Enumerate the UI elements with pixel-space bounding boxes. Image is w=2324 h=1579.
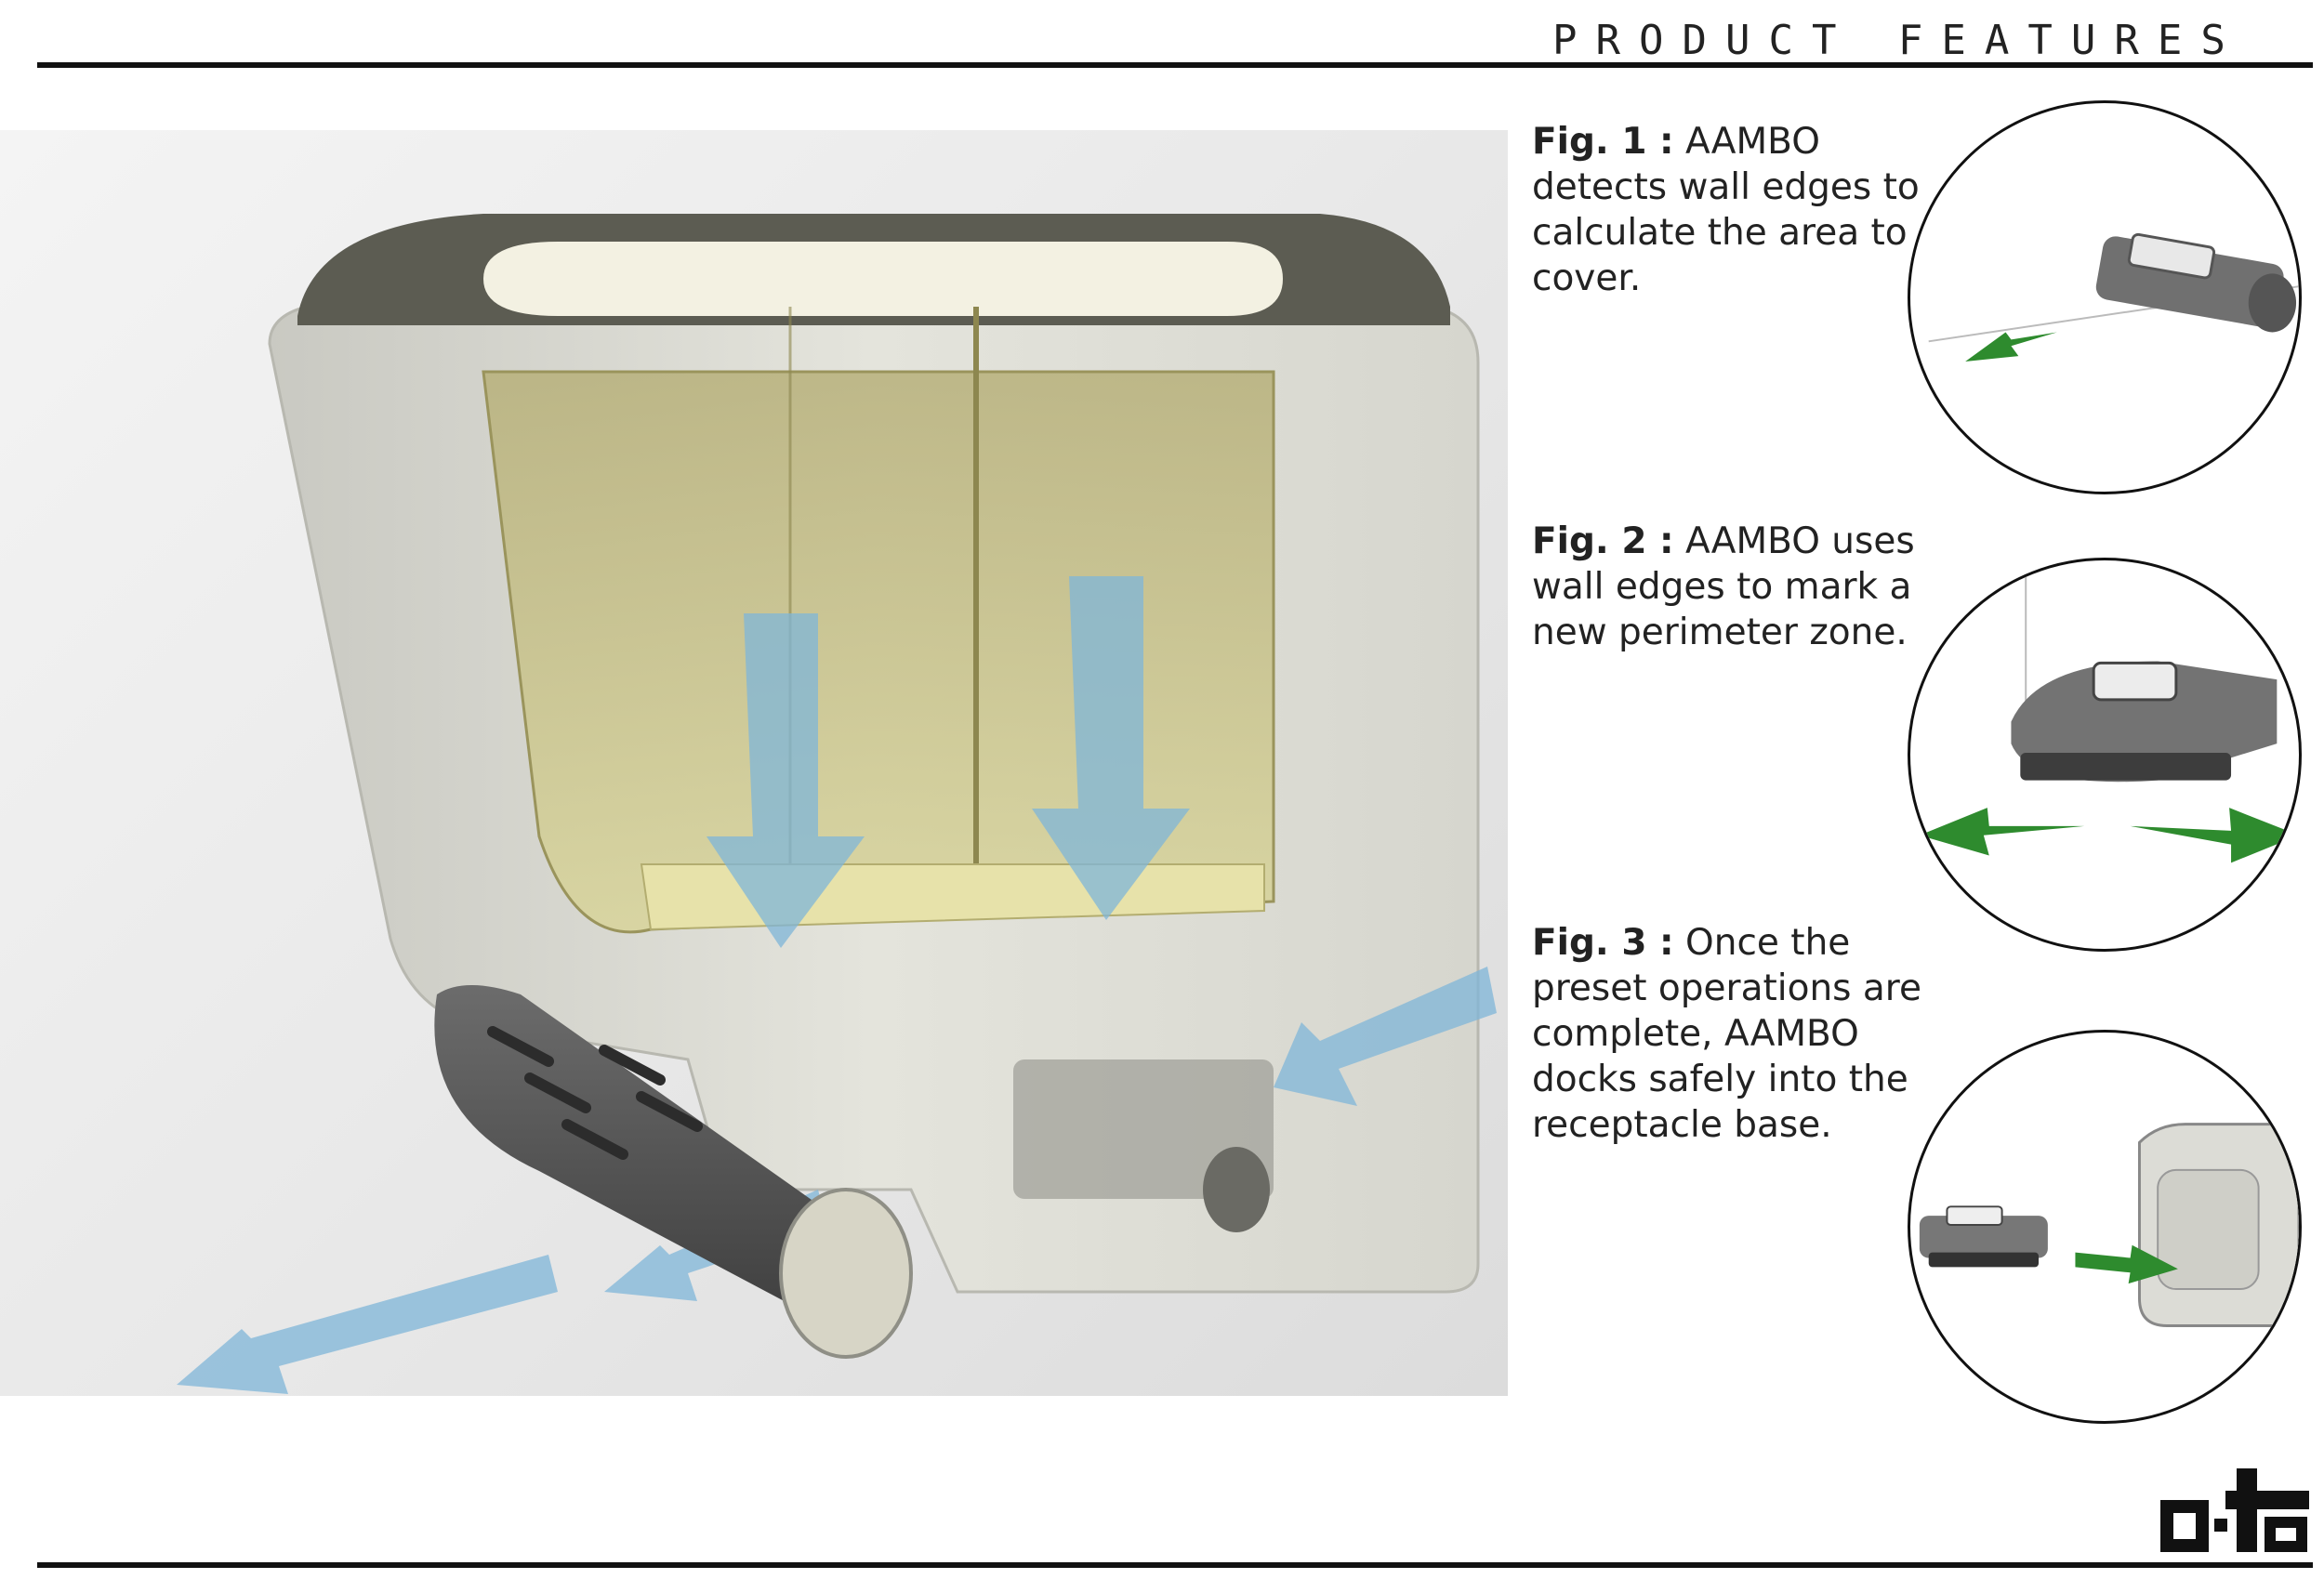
figure-3-label: Fig. 3 :: [1532, 922, 1674, 964]
figure-1-text: AAMBO detects wall edges to calculate th…: [1532, 121, 1920, 299]
robot-docking-icon: [1919, 1123, 2299, 1327]
page-title: PRODUCT FEATURES: [1552, 17, 2244, 64]
top-divider: [37, 62, 2313, 68]
logo-icon: [2160, 1468, 2309, 1552]
figure-2-text: AAMBO uses wall edges to mark a new peri…: [1532, 520, 1915, 653]
brand-logo: [2160, 1468, 2311, 1554]
figure-1-label: Fig. 1 :: [1532, 121, 1674, 163]
cutaway-illustration: [177, 214, 1497, 1394]
figure-2-label: Fig. 2 :: [1532, 520, 1674, 562]
robot-detecting-wall-icon: [1928, 232, 2299, 362]
figure-1-caption: Fig. 1 : AAMBO detects wall edges to cal…: [1532, 119, 1941, 301]
robot-perimeter-icon: [1919, 569, 2299, 863]
figure-3-text: Once the preset operations are complete,…: [1532, 922, 1921, 1146]
figure-1-illustration: [1908, 100, 2302, 494]
bottom-divider: [37, 1562, 2313, 1568]
figure-2-illustration: [1908, 558, 2302, 952]
figure-3-caption: Fig. 3 : Once the preset operations are …: [1532, 920, 1941, 1148]
figure-3-illustration: [1908, 1030, 2302, 1424]
figure-2-caption: Fig. 2 : AAMBO uses wall edges to mark a…: [1532, 519, 1941, 655]
product-cutaway-render: [0, 130, 1508, 1396]
